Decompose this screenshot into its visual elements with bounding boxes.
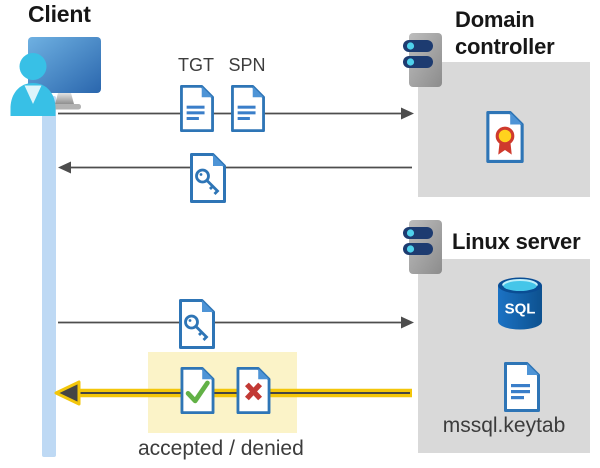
spn-document-icon [229,84,267,133]
domain-controller-label-line2: controller [455,34,555,59]
result-label: accepted / denied [138,437,304,460]
client-timeline-bar [42,96,56,457]
tgt-label: TGT [178,55,214,75]
client-label: Client [28,1,91,27]
monitor-icon [27,36,103,110]
sql-badge-text: SQL [505,301,536,318]
keytab-document-icon [502,361,542,413]
certificate-document-icon [484,110,526,164]
keytab-label: mssql.keytab [442,414,566,437]
arrow-client-to-linux [58,316,414,329]
denied-document-icon [232,366,275,415]
arrow-dc-to-client [58,161,412,174]
key-ticket-document-icon [188,152,228,204]
tgt-document-icon [178,84,216,133]
key-ticket-document-icon-2 [177,298,217,350]
domain-controller-label-line1: Domain [455,7,535,32]
accepted-document-icon [176,366,219,415]
sql-database-icon: SQL [496,276,544,333]
linux-server-label: Linux server [452,229,581,254]
domain-controller-server-icon [398,31,448,89]
person-icon [8,52,60,116]
domain-controller-label: Domain controller [455,6,555,60]
linux-server-server-icon [398,218,448,276]
spn-label: SPN [228,55,266,75]
